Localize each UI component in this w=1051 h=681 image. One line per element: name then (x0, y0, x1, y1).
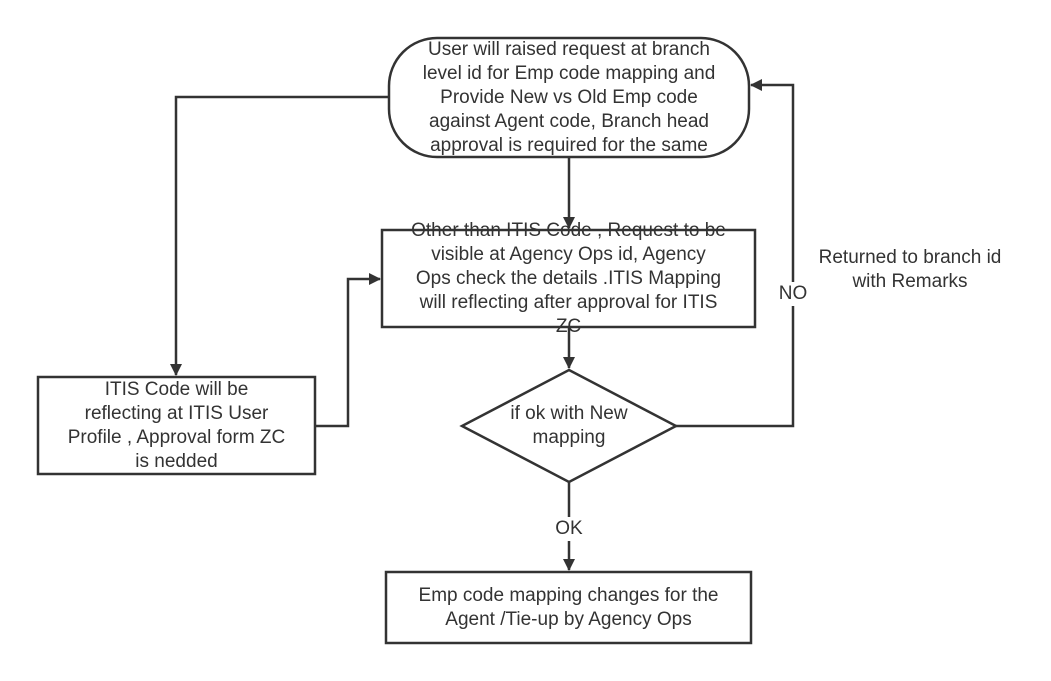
agency-ops-node-text: Other than ITIS Code , Request to be vis… (411, 219, 726, 337)
start-to-itis-code-arrow (170, 95, 389, 376)
agency-ops-node-shape (380, 228, 757, 329)
decision-to-start-no-arrow (676, 79, 795, 428)
itis-code-node-shape (36, 375, 317, 476)
itis-code-to-agency-ops-arrow (315, 273, 381, 428)
start-node-text: User will raised request at branch level… (422, 38, 716, 156)
result-node-shape (384, 570, 753, 645)
returned-edge-label: Returned to branch id with Remarks (818, 247, 1002, 292)
decision-node-text: if ok with New mapping (510, 403, 628, 448)
result-node-text: Emp code mapping changes for the Agent /… (418, 584, 719, 630)
no-edge-label: NO (775, 282, 811, 306)
ok-edge-label: OK (552, 517, 586, 541)
itis-code-node-text: ITIS Code will be reflecting at ITIS Use… (67, 378, 286, 472)
